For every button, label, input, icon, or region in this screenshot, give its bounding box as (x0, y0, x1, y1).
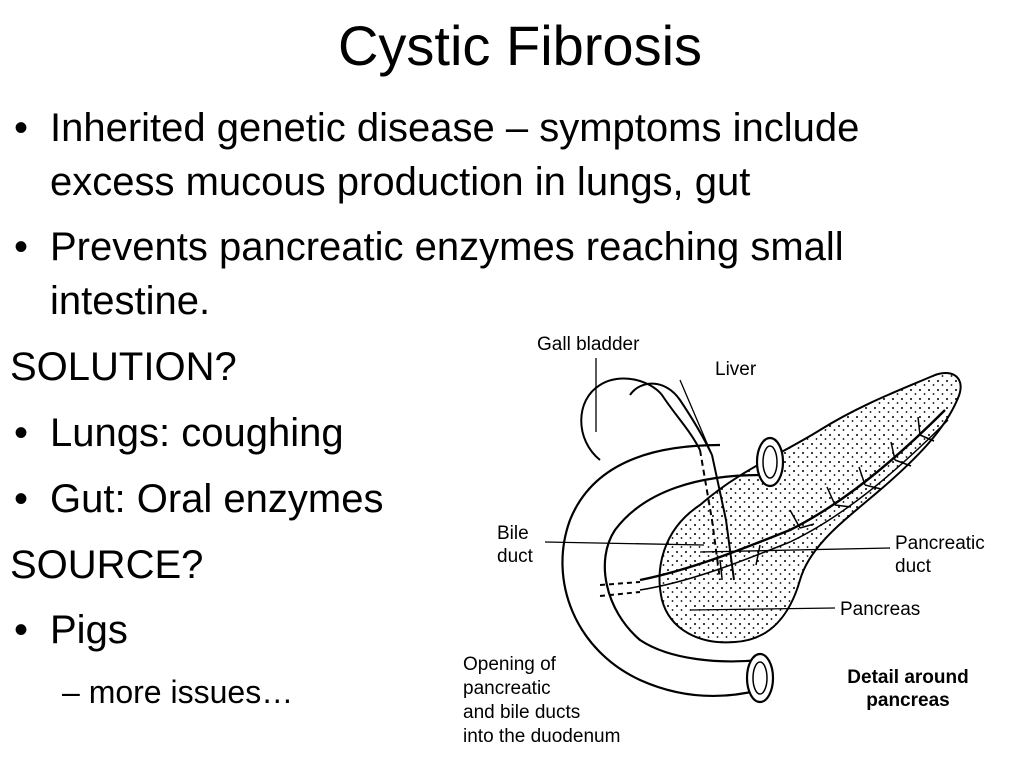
slide-title: Cystic Fibrosis (337, 14, 703, 77)
label-bile-duct-line-2: duct (497, 546, 534, 567)
label-pancreatic-duct-line-2: duct (895, 556, 932, 577)
solution-heading: SOLUTION? (10, 345, 237, 389)
source-sub-bullet: – more issues… (62, 674, 294, 710)
gall-bladder (580, 377, 701, 461)
label-pancreatic-duct-line-1: Pancreatic (895, 533, 985, 554)
bullet-marker: • (14, 106, 29, 150)
solution-bullet-gut: Gut: Oral enzymes (50, 477, 384, 521)
bullet-marker: • (14, 608, 29, 652)
label-opening-line-3: and bile ducts (463, 702, 580, 723)
duodenum (561, 443, 761, 698)
bullet-marker: • (14, 225, 29, 269)
pancreatic-duct (639, 409, 946, 582)
source-bullet-pigs: Pigs (50, 608, 128, 652)
label-gall-bladder: Gall bladder (537, 334, 640, 355)
solution-bullet-lungs: Lungs: coughing (50, 411, 344, 455)
bullet-1-line-1: Inherited genetic disease – symptoms inc… (50, 106, 860, 150)
source-heading: SOURCE? (10, 543, 204, 587)
duodenum-top-opening (755, 436, 785, 488)
label-opening-line-2: pancreatic (463, 678, 551, 699)
pancreas-shape (658, 372, 962, 644)
bullet-2-line-1: Prevents pancreatic enzymes reaching sma… (50, 225, 844, 269)
label-detail-line-2: pancreas (866, 690, 949, 711)
label-opening-line-1: Opening of (463, 654, 557, 675)
bullet-marker: • (14, 411, 29, 455)
bullet-2-line-2: intestine. (50, 279, 211, 323)
pancreas-diagram: Gall bladder Liver Bile duct Pancreatic … (463, 334, 985, 747)
label-detail-line-1: Detail around (847, 667, 968, 688)
label-opening-line-4: into the duodenum (463, 726, 620, 747)
label-bile-duct-line-1: Bile (497, 523, 529, 544)
bullet-marker: • (14, 477, 29, 521)
bullet-1-line-2: excess mucous production in lungs, gut (50, 160, 751, 204)
label-pancreas: Pancreas (840, 599, 920, 620)
duodenum-bottom-opening (745, 652, 775, 704)
label-liver: Liver (715, 359, 757, 380)
